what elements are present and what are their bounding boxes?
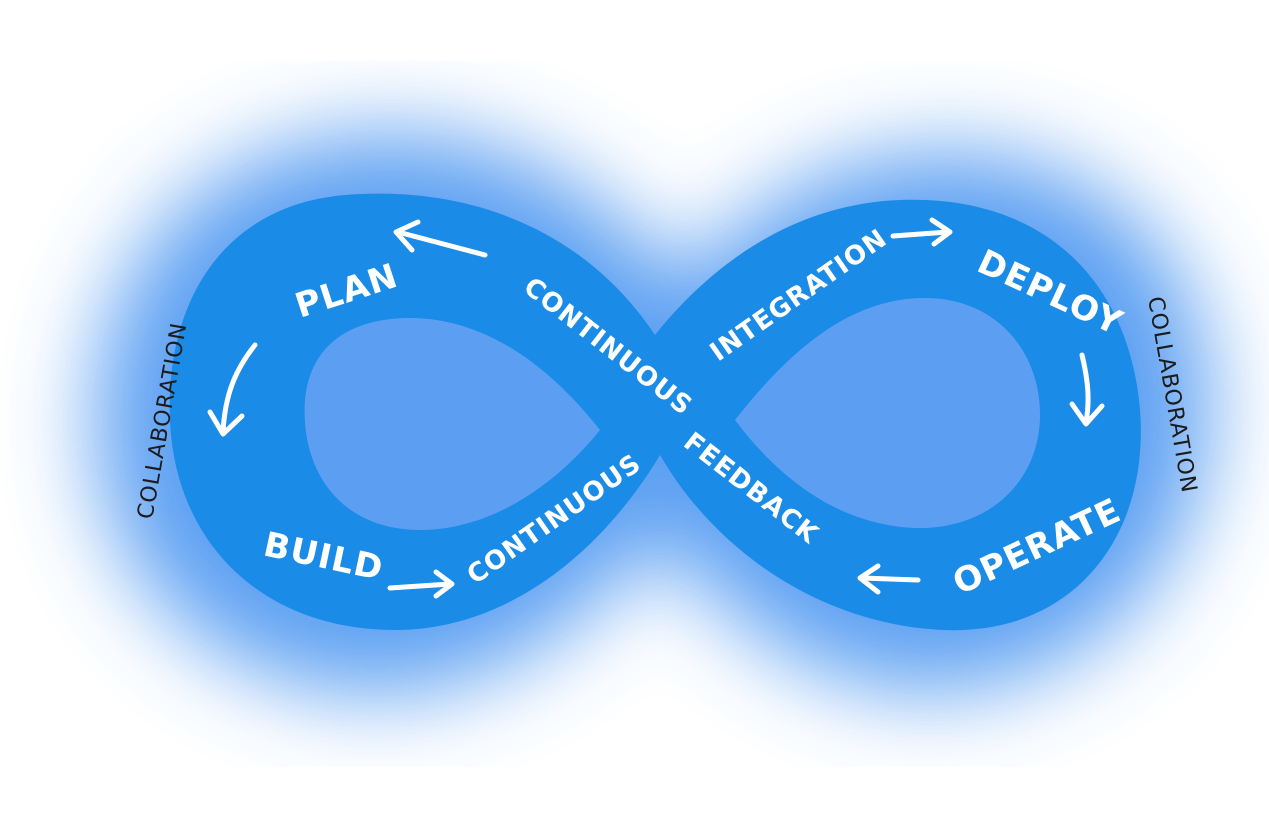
arrow-plan-to-build-icon (207, 342, 258, 437)
arrow-operate-to-feedback-icon (857, 563, 921, 595)
arrow-to-plan-icon (393, 219, 488, 258)
arrow-build-to-continuous-icon (387, 569, 455, 599)
arrow-deploy-to-operate-icon (1069, 352, 1105, 427)
arrow-integration-to-deploy-icon (890, 217, 953, 247)
infinity-band (169, 193, 1141, 631)
